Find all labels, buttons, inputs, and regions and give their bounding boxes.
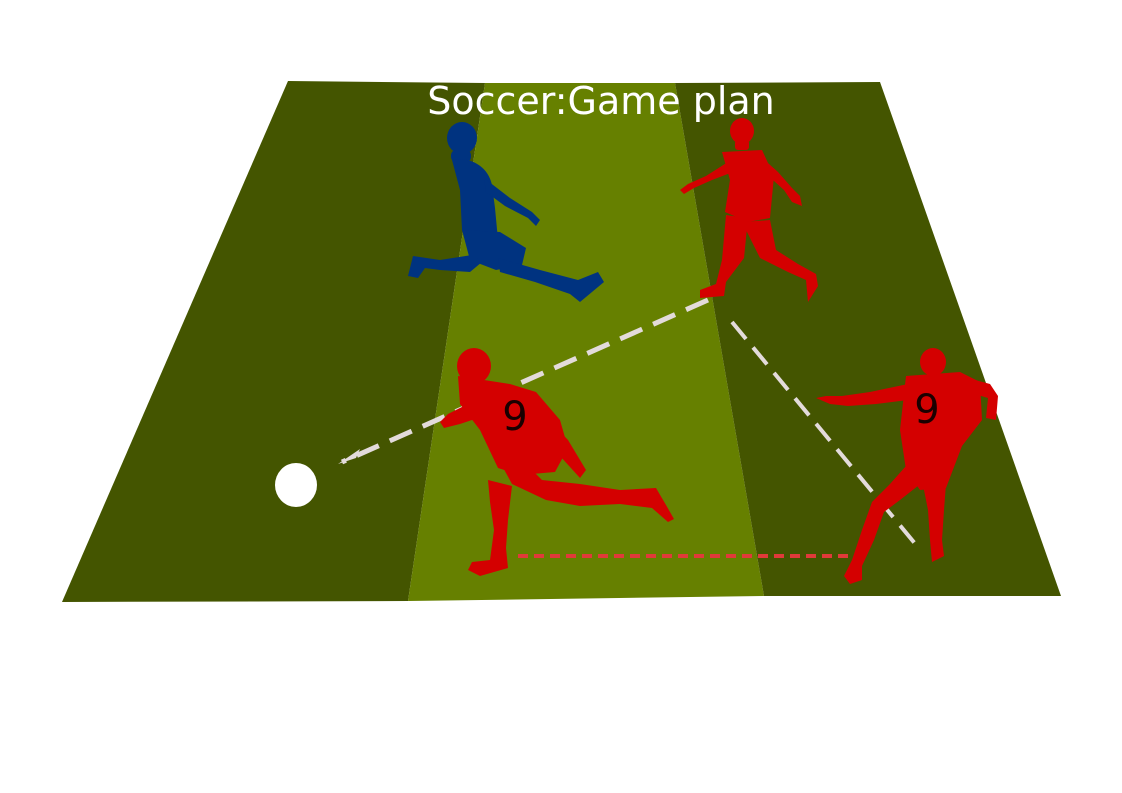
diagram-title: Soccer:Game plan bbox=[427, 79, 775, 123]
player-red-9-right: 9 bbox=[816, 348, 998, 584]
soccer-ball bbox=[275, 463, 317, 507]
field-center-zone bbox=[408, 83, 764, 601]
pass-line-to-ball bbox=[340, 297, 710, 465]
soccer-field bbox=[62, 81, 1061, 602]
field-left-zone bbox=[62, 81, 485, 602]
jersey-number: 9 bbox=[502, 394, 527, 440]
player-red-top bbox=[680, 118, 818, 302]
field-right-zone bbox=[675, 82, 1061, 596]
jersey-number: 9 bbox=[914, 387, 939, 433]
player-red-9-center: 9 bbox=[440, 348, 674, 576]
pass-line-arrowhead bbox=[338, 449, 360, 464]
player-blue-kicking bbox=[408, 122, 604, 302]
